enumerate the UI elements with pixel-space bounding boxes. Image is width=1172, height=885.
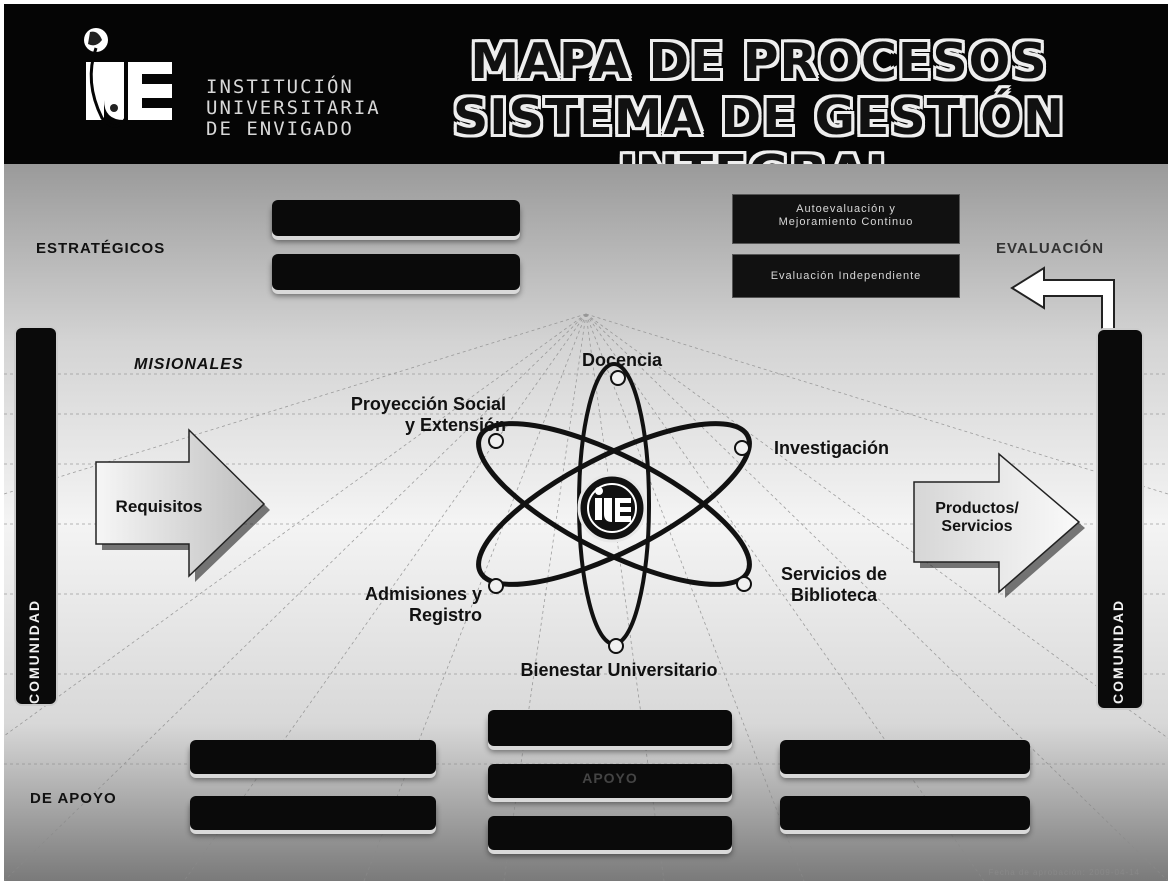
support-process-center-3[interactable] [488,816,732,850]
institution-line-1: INSTITUCIÓN [206,76,354,98]
support-process-left-1[interactable] [190,740,436,774]
header: INSTITUCIÓN UNIVERSITARIA DE ENVIGADO MA… [4,4,1168,202]
institution-name: INSTITUCIÓN UNIVERSITARIA DE ENVIGADO [206,77,381,140]
right-community-label: COMUNIDAD [1110,598,1126,704]
center-logo-icon [577,473,647,543]
group-label-misionales: MISIONALES [134,356,244,373]
process-biblioteca[interactable]: Servicios de Biblioteca [780,564,888,605]
title-line-1: MAPA DE PROCESOS [470,33,1048,90]
productos-arrow [913,452,1085,598]
feedback-arrow [1010,266,1115,335]
iue-logo-icon [84,28,172,128]
process-proyeccion-social[interactable]: Proyección Social y Extensión [350,394,506,435]
autoevaluacion-box[interactable]: Autoevaluación y Mejoramiento Continuo [732,194,960,244]
process-docencia[interactable]: Docencia [581,350,663,370]
left-community-bar [16,328,56,704]
institution-line-3: DE ENVIGADO [206,118,354,140]
group-label-de-apoyo: DE APOYO [30,790,117,807]
process-map-frame: INSTITUCIÓN UNIVERSITARIA DE ENVIGADO MA… [4,4,1168,881]
group-label-evaluacion: EVALUACIÓN [996,240,1105,257]
strategic-process-1[interactable] [272,200,520,236]
process-board: ESTRATÉGICOS EVALUACIÓN MISIONALES DE AP… [4,164,1168,881]
orbit-nodes [488,370,752,654]
productos-servicios-label: Productos/ Servicios [935,500,1019,535]
evaluacion-independiente-box[interactable]: Evaluación Independiente [732,254,960,298]
support-process-left-2[interactable] [190,796,436,830]
support-process-center-2[interactable] [488,764,732,798]
process-bienestar[interactable]: Bienestar Universitario [520,660,718,680]
process-admisiones[interactable]: Admisiones y Registro [364,584,482,625]
strategic-process-2[interactable] [272,254,520,290]
support-process-center-1[interactable] [488,710,732,746]
right-community-bar [1098,330,1142,708]
support-process-right-1[interactable] [780,740,1030,774]
process-investigacion[interactable]: Investigación [774,438,890,458]
group-label-apoyo-center: APOYO [582,770,638,786]
approval-date-footnote: Fecha de aprobación: 2009-04-14 [988,868,1140,877]
support-process-right-2[interactable] [780,796,1030,830]
institution-line-2: UNIVERSITARIA [206,97,381,119]
group-label-estrategicos: ESTRATÉGICOS [36,240,166,257]
left-community-label: COMUNIDAD [26,598,42,704]
institution-logo: INSTITUCIÓN UNIVERSITARIA DE ENVIGADO [66,22,379,162]
requisitos-arrow [95,428,270,582]
requisitos-label: Requisitos [115,497,203,516]
